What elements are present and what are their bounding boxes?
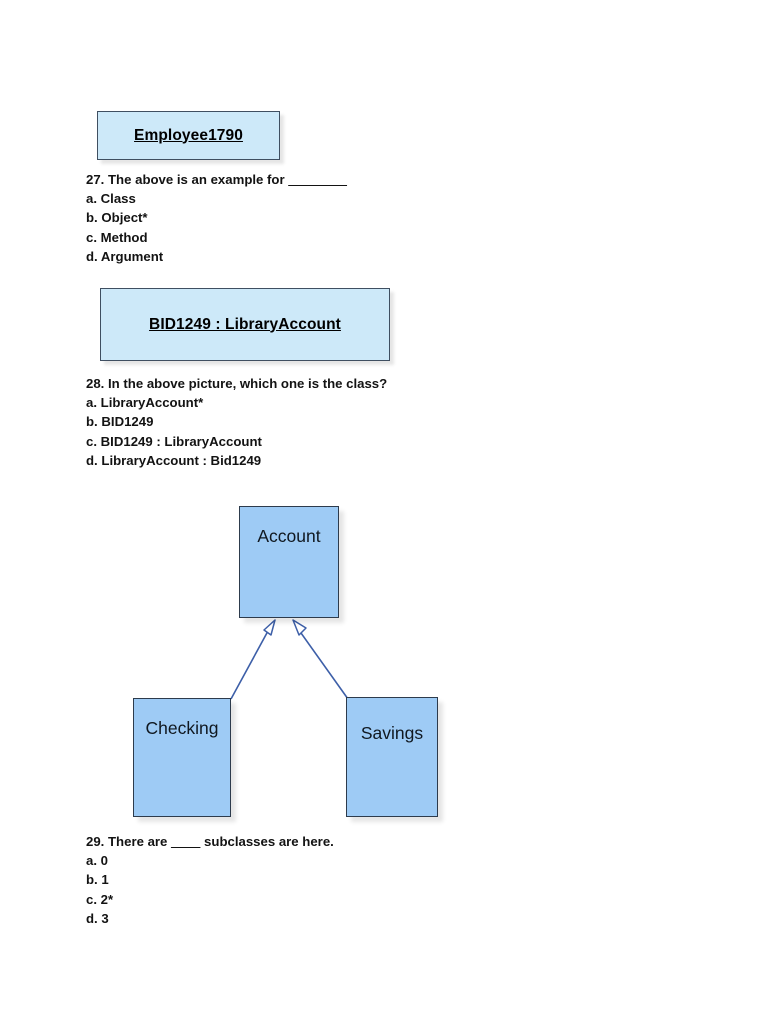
question-28-option-a[interactable]: a. LibraryAccount* [86,395,204,411]
connector-savings-to-account [300,632,349,700]
question-27-prompt: 27. The above is an example for ________ [86,170,347,189]
question-27-option-b[interactable]: b. Object* [86,210,148,226]
uml-class-checking: Checking [133,698,231,817]
figure-libraryaccount-label: BID1249 : LibraryAccount [149,315,341,333]
question-28-prompt: 28. In the above picture, which one is t… [86,376,388,391]
question-27-blank: ________ [288,172,347,187]
generalization-arrowhead-checking [263,619,276,636]
figure-libraryaccount-object-box: BID1249 : LibraryAccount [100,288,390,361]
question-27-prompt-text: 27. The above is an example for [86,172,289,187]
question-29-option-b[interactable]: b. 1 [86,872,109,888]
question-29-blank: ____ [171,834,201,849]
uml-class-checking-label: Checking [145,718,219,738]
question-29-prompt-before: 29. There are [86,834,172,849]
uml-class-savings-label: Savings [360,723,424,743]
question-29-block: 29. There are ____ subclasses are here. … [86,832,334,928]
question-27-option-c[interactable]: c. Method [86,229,148,245]
uml-class-account: Account [239,506,339,618]
question-29-option-a[interactable]: a. 0 [86,853,108,869]
uml-class-savings: Savings [346,697,438,817]
question-27-option-a[interactable]: a. Class [86,191,136,207]
question-28-option-c[interactable]: c. BID1249 : LibraryAccount [86,433,262,449]
question-27-block: 27. The above is an example for ________… [86,170,347,266]
question-28-block: 28. In the above picture, which one is t… [86,374,387,470]
generalization-arrowhead-savings [292,619,307,636]
question-29-prompt: 29. There are ____ subclasses are here. [86,832,334,851]
question-29-prompt-after: subclasses are here. [200,834,334,849]
question-28-option-b[interactable]: b. BID1249 [86,414,154,430]
question-29-option-d[interactable]: d. 3 [86,910,109,926]
question-27-option-d[interactable]: d. Argument [86,248,164,264]
connector-checking-to-account [230,630,269,700]
question-28-option-d[interactable]: d. LibraryAccount : Bid1249 [86,452,262,468]
figure-employee-label: Employee1790 [134,126,243,144]
uml-class-account-label: Account [257,526,321,546]
question-29-option-c[interactable]: c. 2* [86,891,114,907]
figure-employee-object-box: Employee1790 [97,111,280,160]
